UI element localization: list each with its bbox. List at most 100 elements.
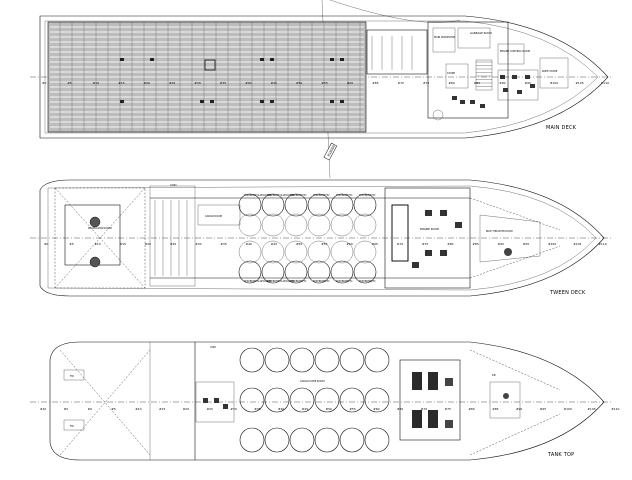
frame-number: #45 [302, 407, 308, 411]
engine-aux-unit [440, 210, 447, 216]
deck-grating-band [50, 126, 364, 128]
tank-lower-row [353, 240, 377, 264]
frame-number: #40 [245, 81, 251, 85]
frame-number: #75 [445, 407, 451, 411]
frame-number: #35 [220, 242, 226, 246]
deck-fitting [330, 58, 334, 61]
mud-brine-tank [353, 260, 377, 284]
label-garbage-room: GARBAGE ROOM [470, 31, 492, 35]
deck-grating-band [50, 76, 364, 78]
label-rope-store: ROPE STORE [542, 70, 558, 73]
equipment-block [480, 104, 485, 108]
bow-thruster [504, 248, 512, 256]
frame-number: #40 [246, 242, 252, 246]
label-propulsion-room: PROPULSION ROOM [88, 227, 112, 230]
frame-number: #90 [516, 407, 522, 411]
radius-tag: R18000 [323, 142, 338, 161]
deck-fitting [340, 58, 344, 61]
deck-grating-band [50, 96, 364, 98]
equipment-block [452, 96, 457, 100]
tween-deck-label: TWEEN DECK [550, 290, 586, 296]
equipment-block [512, 75, 517, 79]
pump-unit [203, 398, 208, 403]
frame-number: #25 [170, 242, 176, 246]
frame-number: #35 [254, 407, 260, 411]
label-slop-tank: MUD/BRINE SLOP/OILREC [244, 280, 272, 283]
fwd-tank-diagonal [469, 349, 561, 391]
frame-number: #75 [422, 242, 428, 246]
room-store [445, 63, 469, 89]
frame-number: #105 [575, 81, 583, 85]
frame-number: #5 [69, 242, 74, 246]
main-deck-label: MAIN DECK [546, 125, 577, 131]
deck-fitting [150, 58, 154, 61]
generator-set [428, 372, 438, 390]
frame-number: #0 [88, 407, 93, 411]
equipment-block [460, 100, 465, 104]
cargo-tank [339, 387, 365, 413]
label-mud-tank: MUD/BRINE/TO [359, 194, 376, 197]
deck-grating-band [50, 51, 364, 53]
deck-grating-band [50, 31, 364, 33]
propulsion-unit [89, 256, 101, 268]
frame-number: #100 [550, 81, 558, 85]
deck-grating-band [50, 101, 364, 103]
mud-brine-tank [238, 260, 262, 284]
mud-brine-tank [307, 193, 331, 217]
cargo-tank [314, 347, 340, 373]
frame-number: #35 [220, 81, 226, 85]
label-cargo-pump-room: CARGO PUMP ROOM [300, 380, 324, 383]
label-slop-tank: MUD/BRINE SLOP/OILREC [244, 194, 272, 197]
fw-tank-port [63, 369, 85, 381]
frame-number: #30 [230, 407, 236, 411]
label-mud-tank: MUD/BRINE/TO [313, 280, 330, 283]
mud-brine-tank [261, 260, 285, 284]
bow-sea-chest [503, 393, 509, 399]
deck-fitting [210, 100, 214, 103]
frame-number: #100 [548, 242, 556, 246]
label-engine-room: ENGINE ROOM [420, 227, 439, 231]
engine-aux-unit [425, 250, 432, 256]
deck-grating-band [50, 111, 364, 113]
label-mud-tank: MUD/BRINE/TO [359, 280, 376, 283]
deck-grating-band [50, 86, 364, 88]
propulsion-unit [89, 216, 101, 228]
frame-number: #15 [118, 81, 124, 85]
frame-number: #70 [421, 407, 427, 411]
fwd-diagonal [469, 245, 561, 279]
tank-lower-row [284, 213, 308, 237]
frame-number: #55 [321, 81, 327, 85]
room-garbage [457, 27, 491, 49]
tank-lower-row [284, 240, 308, 264]
equipment-block [503, 88, 508, 92]
frame-number: #90 [499, 81, 505, 85]
tank-lower-row [307, 240, 331, 264]
tank-lower-row [353, 213, 377, 237]
frame-number: #25 [169, 81, 175, 85]
label-fw-stbd: FW [70, 425, 74, 428]
deck-grating-band [50, 81, 364, 83]
frame-number: #85 [472, 242, 478, 246]
label-mud-tank: MUD/BRINE/TO [313, 194, 330, 197]
deck-grating-band [50, 36, 364, 38]
label-void-aft: VOID [210, 346, 216, 349]
radius-tag-box [323, 142, 338, 161]
frame-number: #90 [498, 242, 504, 246]
deck-fitting [120, 100, 124, 103]
deck-grating-band [50, 46, 364, 48]
generator-set [412, 372, 422, 390]
aft-tank-diagonal [59, 349, 151, 456]
mud-brine-tank [261, 193, 285, 217]
bow-void [489, 381, 521, 419]
frame-number: #10 [94, 242, 100, 246]
frame-number: #105 [573, 242, 581, 246]
frame-number: #110 [601, 81, 609, 85]
frame-number: #50 [326, 407, 332, 411]
cargo-tank [264, 427, 290, 453]
void-space-aft [149, 185, 196, 287]
cargo-tank [364, 427, 390, 453]
generator-set [428, 410, 438, 428]
